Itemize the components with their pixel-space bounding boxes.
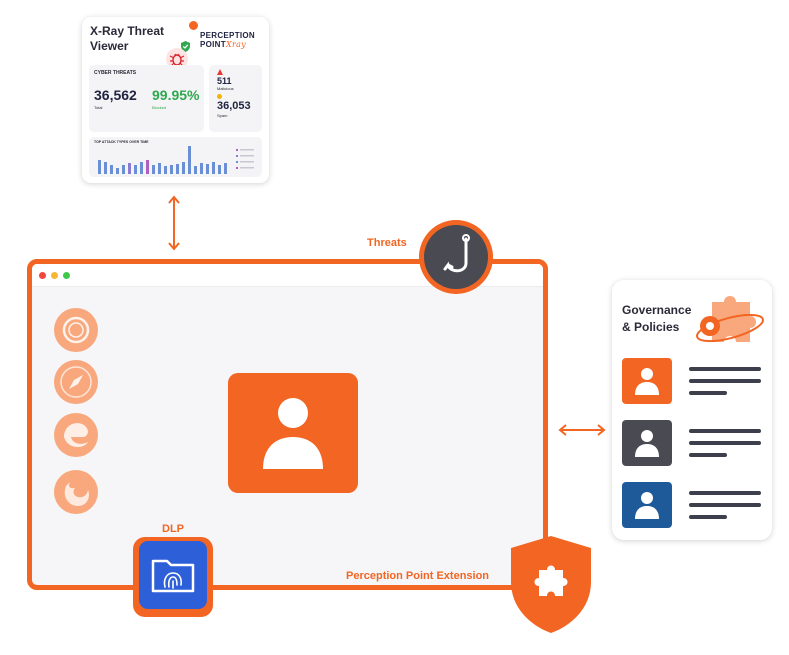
spam-value: 36,053 bbox=[217, 100, 251, 112]
brand-script: Xray bbox=[225, 40, 246, 49]
mini-bar bbox=[146, 160, 149, 174]
mini-legend-line bbox=[240, 149, 254, 151]
mini-bar bbox=[104, 162, 107, 174]
policy-line bbox=[689, 367, 761, 371]
extension-label: Perception Point Extension bbox=[346, 570, 490, 582]
malicious-spam-panel: 511 Malicious 36,053 Spam bbox=[209, 65, 262, 132]
xray-title-line2: Viewer bbox=[90, 39, 129, 53]
mini-legend-line bbox=[240, 155, 254, 157]
cyber-threats-label: CYBER THREATS bbox=[94, 70, 137, 76]
minimize-dot-icon bbox=[51, 272, 58, 279]
spam-dot-icon bbox=[217, 94, 222, 99]
close-dot-icon bbox=[39, 272, 46, 279]
total-caption: Total bbox=[94, 105, 103, 110]
malicious-value: 511 bbox=[217, 76, 232, 86]
browser-titlebar bbox=[32, 264, 543, 287]
extension-shield-icon bbox=[511, 536, 591, 633]
policy-user-tile-blue bbox=[622, 482, 672, 528]
puzzle-piece-icon bbox=[534, 565, 568, 596]
mini-bar bbox=[116, 168, 119, 174]
browser-window bbox=[27, 259, 548, 590]
user-icon bbox=[635, 492, 659, 519]
governance-policies-card: Governance & Policies bbox=[612, 280, 772, 540]
mini-bar bbox=[224, 163, 227, 174]
threats-label: Threats bbox=[367, 237, 407, 249]
mini-bar bbox=[212, 162, 215, 174]
policy-line bbox=[689, 379, 761, 383]
horizontal-double-arrow bbox=[558, 424, 606, 436]
firefox-icon bbox=[54, 470, 98, 514]
policy-line bbox=[689, 503, 761, 507]
mini-bar bbox=[164, 166, 167, 174]
attack-types-mini-chart bbox=[98, 146, 254, 174]
mini-legend-swatch bbox=[236, 161, 238, 163]
mini-bar bbox=[188, 146, 191, 174]
policy-user-tile-gray bbox=[622, 420, 672, 466]
mini-bar bbox=[182, 162, 185, 174]
chrome-icon bbox=[54, 308, 98, 352]
dlp-badge bbox=[133, 537, 213, 617]
policy-puzzle-gear-icon bbox=[696, 296, 764, 343]
policy-line bbox=[689, 491, 761, 495]
attack-types-title: TOP ATTACK TYPES OVER TIME bbox=[94, 140, 149, 144]
mini-bar bbox=[218, 165, 221, 174]
mini-bar bbox=[134, 165, 137, 174]
warning-icon bbox=[217, 69, 223, 75]
policy-line bbox=[689, 515, 727, 519]
threats-badge bbox=[419, 220, 493, 294]
blocked-value: 99.95% bbox=[152, 87, 200, 103]
attack-types-panel: TOP ATTACK TYPES OVER TIME bbox=[89, 137, 262, 177]
policy-line bbox=[689, 441, 761, 445]
mini-bar bbox=[110, 165, 113, 174]
user-icon bbox=[635, 368, 659, 395]
xray-title-line1: X-Ray Threat bbox=[90, 24, 165, 38]
blocked-caption: Blocked bbox=[152, 105, 167, 110]
phishing-hook-icon bbox=[424, 225, 488, 289]
mini-legend-swatch bbox=[236, 155, 238, 157]
mini-bar bbox=[158, 163, 161, 174]
mini-bar bbox=[200, 163, 203, 174]
brand-line1: PERCEPTION bbox=[200, 31, 256, 40]
user-icon bbox=[635, 430, 659, 457]
xray-card-title: X-Ray Threat Viewer bbox=[90, 24, 180, 54]
governance-title-line1: Governance bbox=[622, 303, 692, 317]
mini-legend-swatch bbox=[236, 149, 238, 151]
governance-title-line2: & Policies bbox=[622, 320, 680, 334]
mini-legend-line bbox=[240, 167, 254, 169]
mini-bar bbox=[152, 165, 155, 174]
total-value: 36,562 bbox=[94, 87, 137, 103]
policy-user-tile-orange bbox=[622, 358, 672, 404]
user-avatar-tile bbox=[228, 373, 358, 493]
safari-icon bbox=[54, 360, 98, 404]
bug-icon bbox=[166, 48, 188, 70]
policy-line bbox=[689, 391, 727, 395]
xray-threat-viewer-card: X-Ray Threat Viewer PERCEPTION POINTXray… bbox=[82, 17, 269, 183]
mini-bar bbox=[128, 163, 131, 174]
brand-line2: POINT bbox=[200, 40, 226, 49]
mini-legend-line bbox=[240, 161, 254, 163]
perception-point-logo: PERCEPTION POINTXray bbox=[200, 31, 255, 49]
policy-line bbox=[689, 453, 727, 457]
spam-caption: Spam bbox=[217, 113, 228, 118]
mini-bar bbox=[122, 165, 125, 174]
vertical-double-arrow bbox=[168, 195, 180, 251]
maximize-dot-icon bbox=[63, 272, 70, 279]
mini-bar bbox=[170, 165, 173, 174]
cyber-threats-panel: CYBER THREATS 36,562 Total 99.95% Blocke… bbox=[89, 65, 204, 132]
mini-bar bbox=[206, 164, 209, 174]
user-icon bbox=[263, 398, 323, 469]
mini-bar bbox=[176, 164, 179, 174]
governance-title: Governance & Policies bbox=[622, 302, 691, 336]
fingerprint-folder-icon bbox=[139, 541, 207, 609]
policy-line bbox=[689, 429, 761, 433]
mini-legend-swatch bbox=[236, 167, 238, 169]
mini-bar bbox=[194, 166, 197, 174]
dlp-label: DLP bbox=[162, 523, 184, 535]
mini-bar bbox=[98, 160, 101, 174]
malicious-caption: Malicious bbox=[217, 86, 234, 91]
mini-bar bbox=[140, 162, 143, 174]
edge-icon bbox=[54, 413, 98, 457]
notification-dot-icon bbox=[189, 21, 198, 30]
